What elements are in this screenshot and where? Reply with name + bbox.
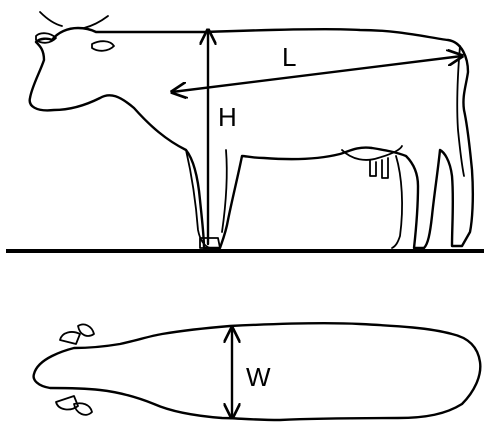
length-label: L: [282, 42, 296, 72]
cow-teat-1: [370, 160, 376, 176]
cow-right-ear: [92, 41, 114, 51]
length-arrow: [172, 56, 462, 92]
cow-left-horn: [40, 12, 62, 26]
cow-front-leg: [186, 150, 210, 248]
width-label: W: [246, 362, 271, 392]
cow-tail: [457, 46, 464, 176]
cow-hind-leg: [392, 156, 402, 248]
cow-side-view: [30, 12, 473, 248]
height-label: H: [218, 102, 237, 132]
cow-teat-2: [382, 158, 388, 178]
top-view-left-horn: [60, 332, 80, 344]
cow-front-leg-inner: [222, 150, 227, 232]
cow-body-outline: [30, 28, 473, 248]
cow-right-horn: [84, 16, 108, 28]
